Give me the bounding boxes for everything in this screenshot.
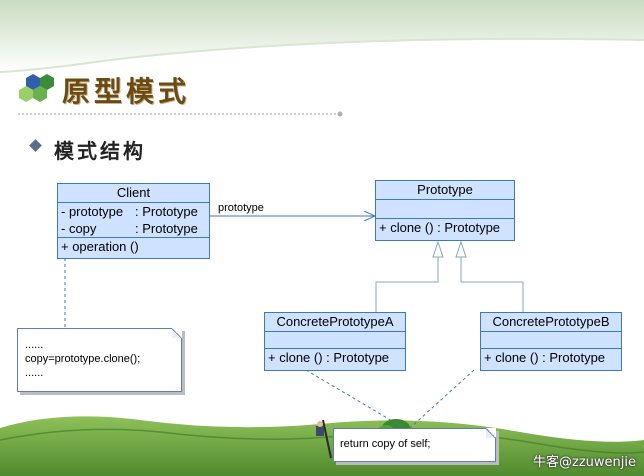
generalization-arrow-a xyxy=(432,240,444,258)
note-line: ...... xyxy=(25,367,44,379)
class-name-section: ConcretePrototypeA xyxy=(265,313,405,331)
clone-note: return copy of self; xyxy=(333,428,496,462)
class-attributes-section xyxy=(376,199,514,218)
operation-row: + operation () xyxy=(61,239,139,254)
class-client: Client - prototype : Prototype - copy : … xyxy=(57,183,210,259)
client-note: ...... copy=prototype.clone(); ...... xyxy=(17,328,182,392)
watermark: 牛客@zzuwenjie xyxy=(533,455,636,470)
class-operations-section: + clone () : Prototype xyxy=(481,348,621,366)
note-line: ...... xyxy=(25,339,44,351)
note-fold-icon xyxy=(486,428,496,438)
clone-note-anchor-a xyxy=(305,369,405,429)
class-concrete-prototype-a: ConcretePrototypeA + clone () : Prototyp… xyxy=(264,312,406,371)
attribute-row: - copy : Prototype xyxy=(61,220,206,237)
class-concrete-prototype-b: ConcretePrototypeB + clone () : Prototyp… xyxy=(480,312,622,371)
note-line: copy=prototype.clone(); xyxy=(25,353,141,365)
class-prototype: Prototype + clone () : Prototype xyxy=(375,180,515,241)
note-fold-icon xyxy=(172,328,182,338)
attribute-type: : Prototype xyxy=(135,204,198,219)
separator-end-dot xyxy=(337,111,343,117)
slide-title: 原型模式 xyxy=(62,75,191,108)
class-operations-section: + clone () : Prototype xyxy=(265,348,405,366)
class-attributes-section: - prototype : Prototype - copy : Prototy… xyxy=(58,202,209,237)
generalization-a xyxy=(375,257,439,312)
class-operations-section: + clone () : Prototype xyxy=(376,218,514,236)
attribute-row: - prototype : Prototype xyxy=(61,203,206,220)
generalization-b xyxy=(460,257,524,312)
generalization-arrow-b xyxy=(455,240,467,258)
class-name: ConcretePrototypeB xyxy=(492,314,610,329)
attribute-type: : Prototype xyxy=(135,221,198,236)
association-label: prototype xyxy=(218,202,264,214)
note-line: return copy of self; xyxy=(340,438,431,450)
class-attributes-section xyxy=(265,331,405,348)
class-name-section: Client xyxy=(58,184,209,202)
class-name: Prototype xyxy=(417,182,473,197)
attribute-name: - prototype xyxy=(61,204,124,219)
class-name: Client xyxy=(116,185,151,200)
operation-row: + clone () : Prototype xyxy=(484,350,606,365)
hexagon-logo-icon xyxy=(19,74,54,102)
header-band-edge xyxy=(0,37,644,73)
class-name-section: ConcretePrototypeB xyxy=(481,313,621,331)
clone-note-anchor-b xyxy=(409,369,475,429)
class-name-section: Prototype xyxy=(376,181,514,199)
class-name: ConcretePrototypeA xyxy=(276,314,394,329)
section-heading: 模式结构 xyxy=(54,139,146,163)
operation-row: + clone () : Prototype xyxy=(268,350,390,365)
operation-row: + clone () : Prototype xyxy=(379,220,501,235)
class-operations-section: + operation () xyxy=(58,237,209,255)
class-attributes-section xyxy=(481,331,621,348)
attribute-name: - copy xyxy=(61,221,97,236)
